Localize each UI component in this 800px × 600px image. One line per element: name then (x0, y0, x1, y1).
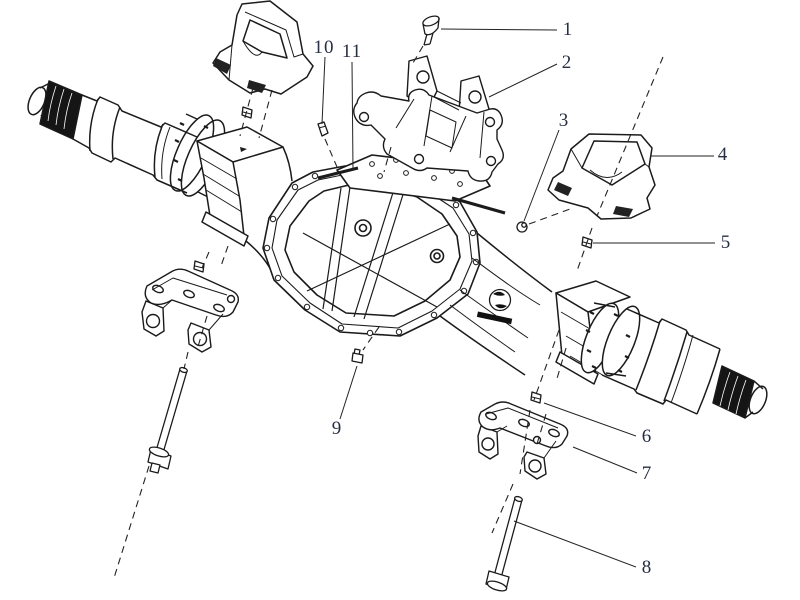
bottom-left-bracket (141, 268, 240, 353)
top-left-bracket (212, 0, 314, 95)
assembly-axes (113, 45, 664, 579)
left-axle-tube (27, 80, 226, 198)
callout-label-11: 11 (341, 41, 363, 62)
right-arm (439, 232, 553, 376)
nut-9 (351, 348, 364, 364)
callout-label-6: 6 (641, 426, 653, 447)
callout-label-10: 10 (313, 37, 335, 58)
long-bolt-left (147, 366, 189, 474)
callout-label-9: 9 (331, 418, 343, 439)
small-fasteners (147, 15, 593, 592)
leader-lines (321, 28, 715, 568)
right-axle-tube (555, 280, 768, 419)
brand-logo (476, 288, 513, 325)
nut-lower-left (193, 260, 205, 273)
right-bracket-part4 (547, 133, 656, 220)
pin-10 (317, 121, 329, 137)
left-spring-seat (196, 126, 293, 273)
bolt-1 (422, 15, 440, 46)
banjo-housing (262, 154, 506, 337)
callout-label-8: 8 (641, 557, 653, 578)
callout-label-4: 4 (717, 144, 729, 165)
callout-label-1: 1 (562, 19, 574, 40)
nut-upper-left (241, 106, 253, 119)
callout-label-7: 7 (641, 463, 653, 484)
nut-6 (530, 391, 542, 404)
callout-label-3: 3 (558, 110, 570, 131)
upper-bracket-part2 (353, 55, 505, 182)
interior-ribs (302, 182, 451, 320)
breather-ball-3 (516, 221, 528, 233)
long-bolt-8 (485, 495, 524, 592)
lower-right-bracket-part7 (477, 401, 569, 480)
callout-label-2: 2 (561, 52, 573, 73)
callout-label-5: 5 (720, 232, 732, 253)
